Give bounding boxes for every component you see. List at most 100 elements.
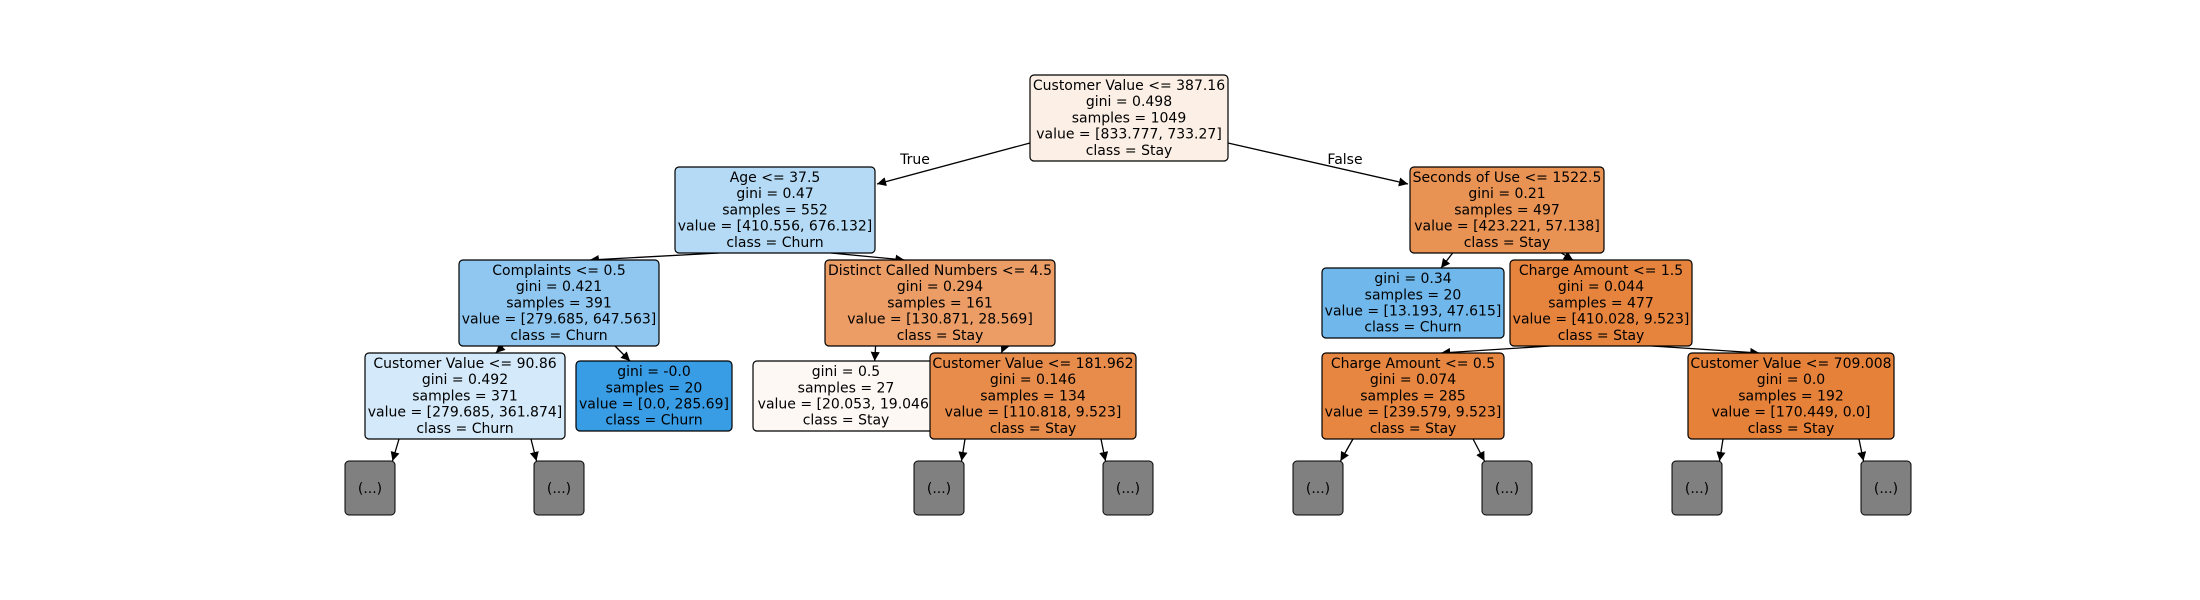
edge-n12-truncated-7: [1857, 438, 1867, 462]
truncated-node-box: [1481, 460, 1533, 516]
truncated-node-label: (...): [1306, 481, 1330, 497]
edge-n10-n11: [1440, 345, 1551, 357]
node-box: [575, 360, 733, 432]
truncated-node-label: (...): [1685, 481, 1709, 497]
truncated-node-label: (...): [927, 481, 951, 497]
truncated-node-box: [344, 460, 396, 516]
truncated-node-box: [1292, 460, 1344, 516]
node-box: [824, 259, 1056, 347]
node-text-line: class = Stay: [1558, 328, 1645, 344]
node-text-line: class = Stay: [1370, 421, 1457, 437]
node-box: [1321, 352, 1505, 440]
node-text-line: samples = 192: [1738, 388, 1844, 404]
node-text-line: value = [0.0, 285.69]: [579, 397, 729, 413]
edge-n11-truncated-5: [1472, 438, 1486, 462]
tree-edges: [390, 142, 1867, 462]
node-text-line: Customer Value <= 181.962: [932, 356, 1133, 372]
node-text-line: samples = 134: [980, 388, 1086, 404]
node-text-line: Customer Value <= 387.16: [1033, 78, 1225, 94]
edge-n8-n10: [1560, 251, 1574, 261]
node-text-line: class = Stay: [990, 421, 1077, 437]
node-text-line: samples = 27: [798, 380, 895, 396]
node-text-line: value = [13.193, 47.615]: [1325, 304, 1502, 320]
truncated-node-box: [1671, 460, 1723, 516]
node-text-line: class = Stay: [897, 328, 984, 344]
node-box: [458, 259, 660, 347]
truncated-node-box: [533, 460, 585, 516]
node-text-line: value = [110.818, 9.523]: [945, 405, 1122, 421]
node-box: [1029, 74, 1229, 162]
node-text-line: class = Churn: [726, 235, 823, 251]
node-box: [674, 166, 876, 254]
node-text-line: value = [239.579, 9.523]: [1325, 405, 1502, 421]
node-text-line: samples = 497: [1454, 202, 1560, 218]
node-text-line: value = [833.777, 733.27]: [1036, 127, 1222, 143]
node-text-line: gini = 0.146: [990, 372, 1076, 388]
node-text-line: Charge Amount <= 1.5: [1519, 263, 1683, 279]
node-text-line: value = [279.685, 361.874]: [368, 405, 562, 421]
node-text-line: gini = 0.21: [1468, 186, 1545, 202]
node-text-line: gini = 0.5: [812, 364, 880, 380]
edge-label-true: True: [899, 152, 930, 168]
node-text-line: Customer Value <= 90.86: [373, 356, 556, 372]
node-text-line: value = [423.221, 57.138]: [1414, 219, 1600, 235]
truncated-node-box: [1860, 460, 1912, 516]
node-text-line: class = Stay: [1748, 421, 1835, 437]
node-text-line: gini = 0.421: [516, 279, 602, 295]
node-text-line: samples = 552: [722, 202, 828, 218]
edge-n2-n3: [495, 343, 506, 354]
node-text-line: Charge Amount <= 0.5: [1331, 356, 1495, 372]
truncated-node-box: [913, 460, 965, 516]
node-box: [1687, 352, 1895, 440]
edge-n12-truncated-6: [1716, 438, 1726, 462]
node-text-line: samples = 391: [506, 295, 612, 311]
node-text-line: gini = -0.0: [617, 364, 691, 380]
node-text-line: class = Stay: [803, 413, 890, 429]
node-text-line: samples = 477: [1548, 295, 1654, 311]
node-box: [929, 352, 1137, 440]
node-text-line: gini = 0.044: [1558, 279, 1644, 295]
node-text-line: samples = 20: [1365, 287, 1462, 303]
node-text-line: class = Churn: [510, 328, 607, 344]
node-text-line: value = [410.028, 9.523]: [1513, 312, 1690, 328]
node-text-line: value = [279.685, 647.563]: [462, 312, 656, 328]
node-box: [1321, 267, 1505, 339]
node-text-line: value = [130.871, 28.569]: [847, 312, 1033, 328]
node-text-line: Customer Value <= 709.008: [1690, 356, 1891, 372]
edge-n2-n4: [614, 345, 631, 362]
node-box: [1509, 259, 1693, 347]
tree-edge-labels: True False: [899, 152, 1362, 168]
node-text-line: class = Stay: [1464, 235, 1551, 251]
node-text-line: gini = 0.498: [1086, 94, 1172, 110]
edge-n1-n2: [589, 252, 720, 265]
edge-n7-truncated-3: [1099, 438, 1109, 462]
node-text-line: gini = 0.294: [897, 279, 983, 295]
edge-n8-n9: [1440, 252, 1454, 269]
truncated-node-label: (...): [1874, 481, 1898, 497]
node-text-line: value = [170.449, 0.0]: [1712, 405, 1871, 421]
node-text-line: class = Churn: [1364, 320, 1461, 336]
truncated-node-label: (...): [358, 481, 382, 497]
node-text-line: value = [20.053, 19.046]: [758, 397, 935, 413]
node-text-line: gini = 0.492: [422, 372, 508, 388]
truncated-node-label: (...): [1495, 481, 1519, 497]
edge-n3-truncated-0: [390, 438, 400, 462]
truncated-nodes: (...)(...)(...)(...)(...)(...)(...)(...): [344, 460, 1912, 516]
node-text-line: gini = 0.34: [1374, 271, 1451, 287]
node-text-line: samples = 285: [1360, 388, 1466, 404]
node-text-line: class = Stay: [1086, 143, 1173, 159]
edge-n11-truncated-4: [1339, 438, 1354, 462]
node-text-line: Complaints <= 0.5: [492, 263, 626, 279]
truncated-node-label: (...): [547, 481, 571, 497]
